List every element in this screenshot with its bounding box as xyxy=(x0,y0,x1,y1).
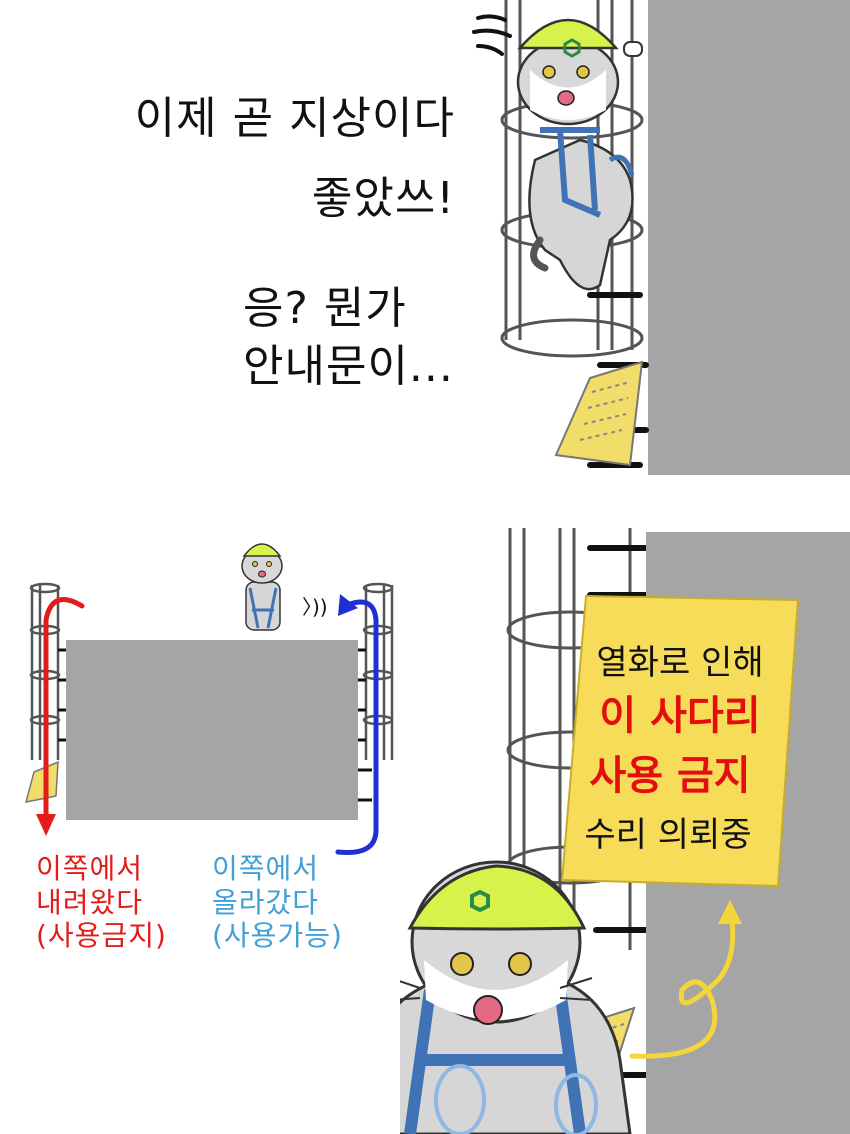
blue-arrow xyxy=(335,599,379,856)
cat-small xyxy=(241,543,283,631)
motion-marks: 〉)) xyxy=(302,595,328,619)
speech-line-1: 이제 곧 지상이다 xyxy=(134,93,455,144)
panel-top: 이제 곧 지상이다 좋았쓰! 응? 뭔가 안내문이... xyxy=(0,0,850,490)
cat-large xyxy=(400,860,632,1134)
sign-line-3: 사용 금지 xyxy=(589,753,751,799)
sign-line-2: 이 사다리 xyxy=(599,693,761,739)
sign-line-4: 수리 의뢰중 xyxy=(584,815,752,855)
red-arrow xyxy=(43,597,85,821)
right-note: 이쪽에서 올라갔다 (사용가능) xyxy=(212,852,343,953)
warning-notice-paper xyxy=(554,360,644,467)
closeup-drawing xyxy=(400,528,850,1134)
warning-sign xyxy=(560,594,800,888)
gray-wall xyxy=(648,0,850,475)
top-panel-drawing xyxy=(472,0,850,475)
panel-bottom-left: 〉)) 이쪽에서 내려왔다 (사용금지) 이쪽에서 올라갔다 (사용가능) xyxy=(0,500,400,1134)
left-note: 이쪽에서 내려왔다 (사용금지) xyxy=(36,852,167,953)
overview-drawing: 〉)) xyxy=(24,543,394,856)
speech-line-4: 안내문이... xyxy=(243,341,454,392)
yellow-arrow xyxy=(629,917,736,1059)
wall-block xyxy=(66,640,358,820)
left-ladder-cage xyxy=(29,582,61,760)
speech-line-3: 응? 뭔가 xyxy=(243,283,407,334)
sign-line-1: 열화로 인해 xyxy=(596,643,764,683)
speech-line-2: 좋았쓰! xyxy=(311,173,455,224)
notice-paper-small xyxy=(24,760,59,803)
motion-lines xyxy=(472,14,512,56)
cat-climbing xyxy=(516,18,643,291)
panel-bottom-right: 열화로 인해 이 사다리 사용 금지 수리 의뢰중 xyxy=(400,500,850,1134)
